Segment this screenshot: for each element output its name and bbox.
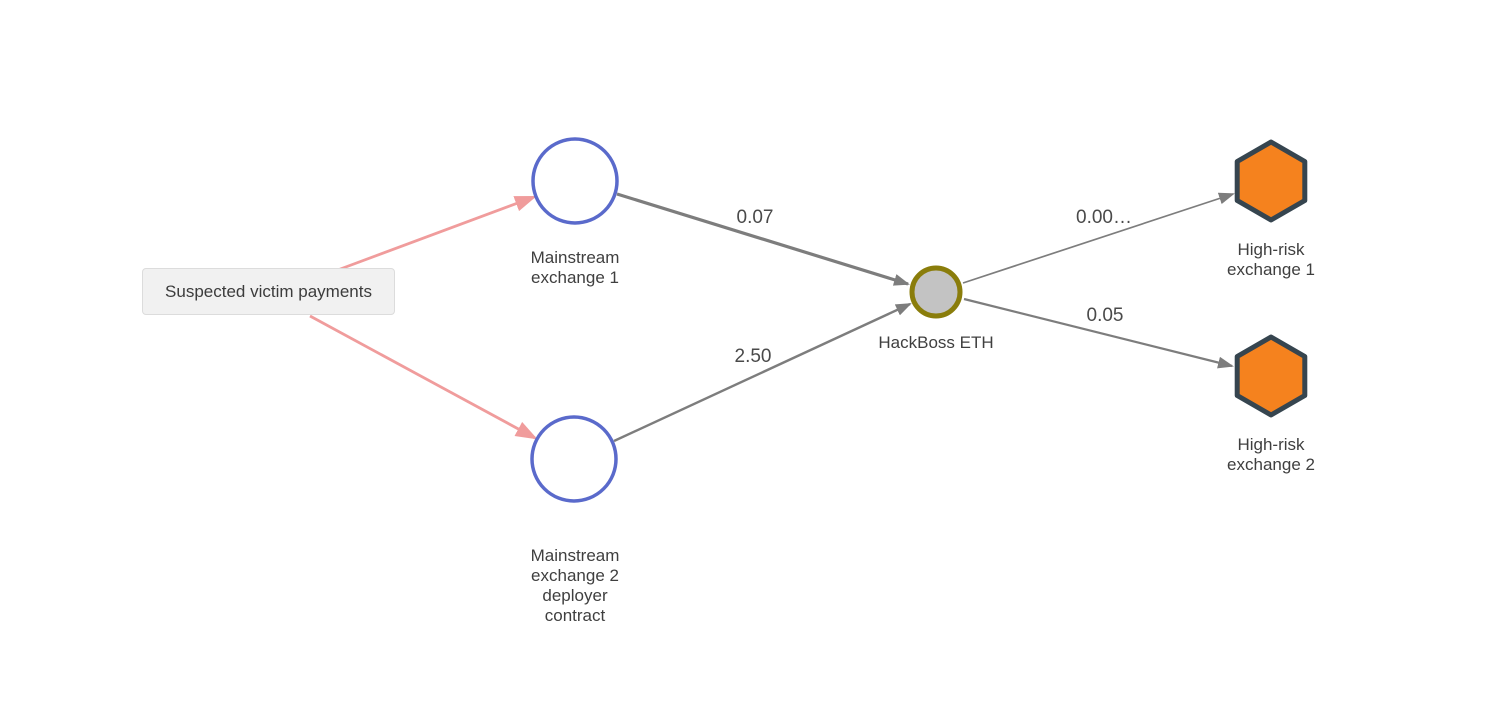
node-high-risk-exchange-2[interactable] <box>1234 334 1308 418</box>
edge-hackboss-eth-to-high-risk-exchange-1[interactable] <box>962 192 1235 284</box>
annotation-label: Suspected victim payments <box>165 281 372 301</box>
edge-mainstream-exchange-2-to-hackboss-eth[interactable] <box>613 302 912 443</box>
node-mainstream-exchange-1[interactable] <box>531 137 619 225</box>
node-mainstream-exchange-2-deployer-contract[interactable] <box>530 415 618 503</box>
node-hackboss-eth[interactable] <box>909 265 963 319</box>
edge-mainstream-exchange-1-to-hackboss-eth[interactable] <box>616 192 910 286</box>
annotation-suspected-victim-payments[interactable]: Suspected victim payments <box>142 268 395 315</box>
node-high-risk-exchange-1[interactable] <box>1234 139 1308 223</box>
edge-annotation-to-mainstream-exchange-2[interactable] <box>309 314 538 440</box>
edge-hackboss-eth-to-high-risk-exchange-2[interactable] <box>963 297 1234 369</box>
edge-annotation-to-mainstream-exchange-1[interactable] <box>334 195 537 273</box>
